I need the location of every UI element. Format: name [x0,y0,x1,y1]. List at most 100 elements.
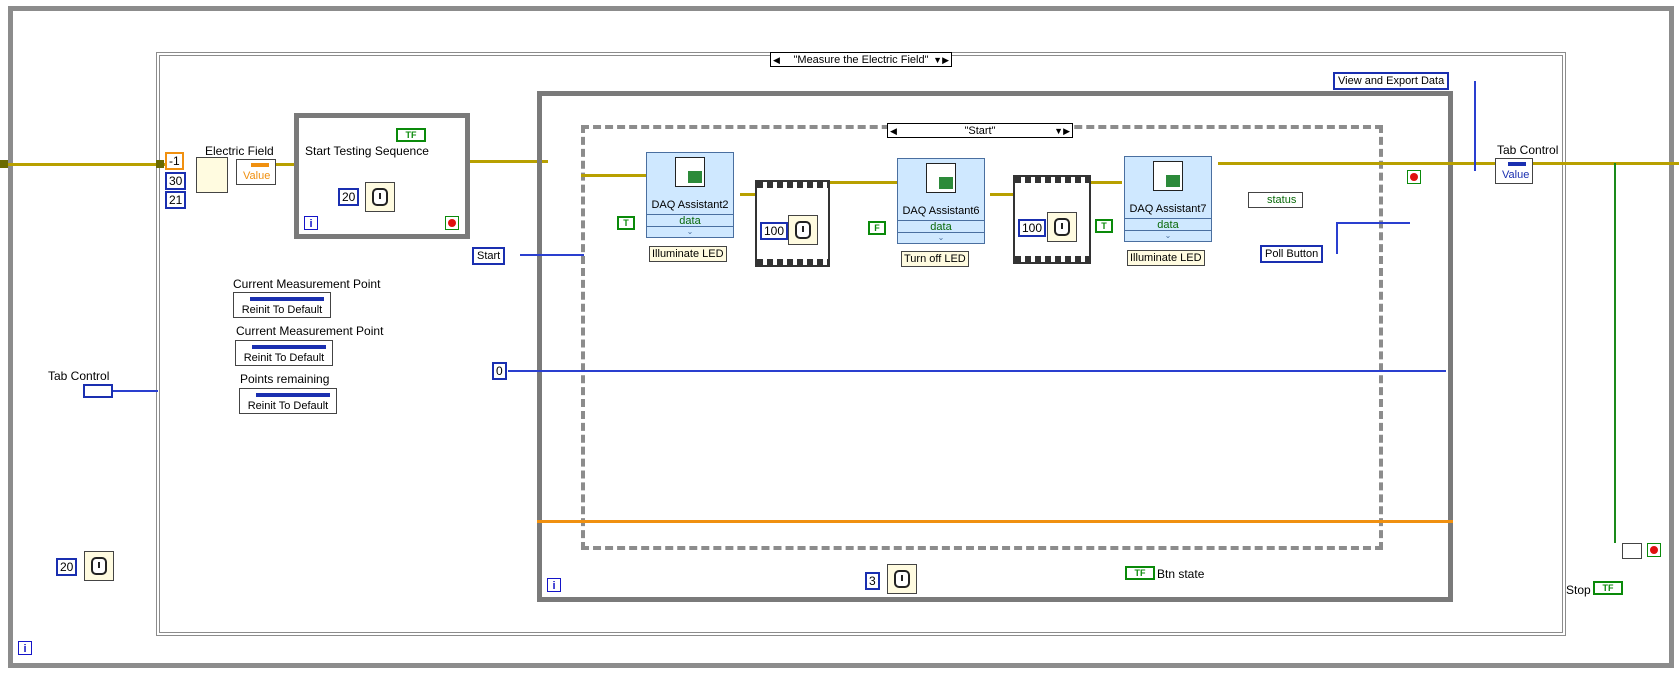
const-30[interactable]: 30 [165,172,187,190]
inner-wait-ms[interactable]: 3 [865,572,880,590]
btn-state-label: Btn state [1157,567,1205,581]
prop-bar-1 [250,297,324,301]
electric-field-label: Electric Field [205,144,274,158]
poll-wire [1336,222,1338,254]
timer-icon-a [795,221,811,239]
case-prev-icon[interactable]: ◀ [773,55,780,65]
prop-action-1: Reinit To Default [241,304,323,316]
sequence-while-loop [294,113,470,239]
daq7-data: data [1125,218,1211,231]
case-selector[interactable]: ◀ "Measure the Electric Field" ▼▶ [770,52,952,67]
wait-timer-b[interactable] [1047,212,1077,242]
inner-loop-iteration-terminal: i [547,578,561,592]
prop-label-1: Current Measurement Point [233,277,381,291]
zero-wire [508,370,1446,372]
prop-action-2: Reinit To Default [243,352,325,364]
timer-icon [372,188,388,206]
daq2-expand-icon[interactable]: ⌄ [647,226,733,239]
tab-control-wire [113,390,158,392]
outer-loop-iteration-terminal: i [18,641,32,655]
or-node[interactable] [1622,543,1642,559]
outer-stop-terminal [1647,543,1661,557]
daq7-name: DAQ Assistant7 [1129,203,1207,215]
bundle-node[interactable] [196,157,228,193]
prop-action-3: Reinit To Default [247,400,329,412]
const-21[interactable]: 21 [165,191,187,209]
error-wire-to-film [740,193,755,196]
error-wire-seq [276,163,294,166]
seq-stop-terminal [445,216,459,230]
electric-field-bar [251,163,269,167]
daq2-name: DAQ Assistant2 [651,199,729,211]
tab-control-left[interactable] [83,384,113,398]
error-wire-seq-out [470,160,548,163]
const-zero[interactable]: 0 [492,362,507,380]
inner-case-selector[interactable]: ◀ "Start" ▼▶ [887,123,1073,138]
status-label: status [1267,194,1297,206]
wait-timer-a[interactable] [788,215,818,245]
daq6-string[interactable]: Turn off LED [901,251,969,267]
prop-node-1[interactable]: Reinit To Default [233,292,331,318]
prop-label-2: Current Measurement Point [236,324,384,338]
tab-control-right-bar [1508,162,1526,166]
daq-icon-2 [675,157,705,187]
wait-100-a[interactable]: 100 [760,222,789,240]
daq6-name: DAQ Assistant6 [902,205,980,217]
view-export-wire [1474,81,1476,171]
tab-control-right-property[interactable]: Value [1495,158,1533,184]
poll-wire-h [1336,222,1410,224]
daq6-data: data [898,220,984,233]
status-unbundle[interactable]: status [1248,192,1303,208]
inner-case-selector-label: "Start" [964,125,996,137]
seq-loop-iteration-terminal: i [304,216,318,230]
stop-bool[interactable]: TF [1593,581,1623,595]
daq6-bool[interactable]: F [868,221,886,235]
start-wire [520,254,584,256]
daq7-expand-icon[interactable]: ⌄ [1125,230,1211,243]
stop-wire [1614,163,1616,543]
prop-node-3[interactable]: Reinit To Default [239,388,337,414]
case-next-icon[interactable]: ▼▶ [933,55,949,65]
daq2-string[interactable]: Illuminate LED [649,246,727,262]
const-neg1[interactable]: -1 [165,152,184,170]
inner-case-next-icon[interactable]: ▼▶ [1054,126,1070,136]
seq-wait-ms[interactable]: 20 [338,188,360,206]
view-export-enum[interactable]: View and Export Data [1333,72,1450,90]
prop-bar-2 [252,345,326,349]
outer-wait-ms[interactable]: 20 [56,558,78,576]
prop-label-3: Points remaining [240,372,330,386]
timer-icon-inner [894,570,910,588]
poll-button-ref[interactable]: Poll Button [1260,245,1324,263]
outer-wait-timer[interactable] [84,551,114,581]
btn-state-bool[interactable]: TF [1125,566,1155,580]
daq2-bool[interactable]: T [617,216,635,230]
timer-icon-outer [91,557,107,575]
tab-control-left-label: Tab Control [48,369,110,383]
tab-control-right-value: Value [1502,169,1530,181]
timer-icon-b [1054,218,1070,236]
daq6-expand-icon[interactable]: ⌄ [898,232,984,245]
error-wire-inner [581,174,646,177]
inner-case-prev-icon[interactable]: ◀ [890,126,897,136]
daq-assistant-7[interactable]: DAQ Assistant7 data ⌄ [1124,156,1212,242]
electric-field-property[interactable]: Value [236,159,276,185]
outer-while-loop [8,6,1674,668]
daq2-data: data [647,214,733,227]
case-selector-label: "Measure the Electric Field" [793,54,929,66]
seq-bool-const[interactable]: TF [396,128,426,142]
daq7-bool[interactable]: T [1095,219,1113,233]
start-enum[interactable]: Start [472,247,506,265]
tab-control-right-label: Tab Control [1497,143,1559,157]
inner-stop-terminal [1407,170,1421,184]
inner-wait-timer[interactable] [887,564,917,594]
daq7-string[interactable]: Illuminate LED [1127,250,1205,266]
daq-assistant-6[interactable]: DAQ Assistant6 data ⌄ [897,158,985,244]
daq-assistant-2[interactable]: DAQ Assistant2 data ⌄ [646,152,734,238]
stop-label: Stop [1566,583,1591,597]
wait-100-b[interactable]: 100 [1018,219,1047,237]
prop-node-2[interactable]: Reinit To Default [235,340,333,366]
inner-while-loop [537,91,1453,602]
seq-wait-timer[interactable] [365,182,395,212]
prop-bar-3 [256,393,330,397]
tunnel-left [0,160,8,168]
